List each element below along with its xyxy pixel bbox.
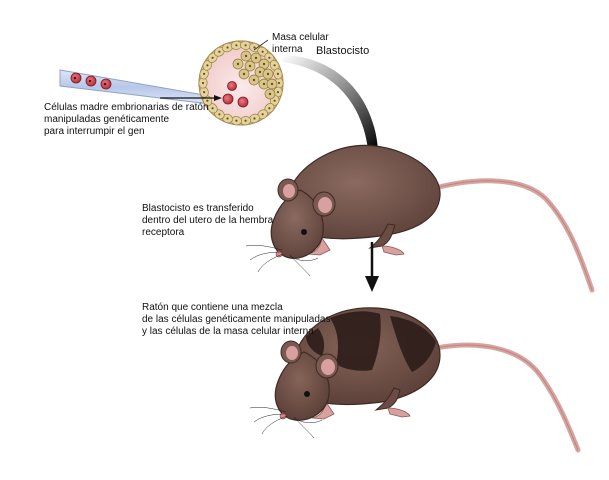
whiskers [249,406,323,439]
recipient-mouse [245,144,595,293]
cell-nucleus [268,107,271,110]
cell-nucleus [206,64,209,67]
cell-nucleus [277,81,281,85]
cell-nucleus [235,44,238,47]
cell-nucleus [211,107,214,110]
trophoblast-ring [198,40,284,126]
cell-nucleus [218,50,221,53]
blastocyst-label: Blastocisto [316,45,370,57]
cell-nucleus [203,72,206,75]
cell-nucleus [262,82,266,86]
cell-nucleus [262,62,266,66]
inner-cell-mass [232,50,278,100]
hind-paw [381,245,405,256]
cell-nucleus [244,119,247,122]
whiskers [245,244,319,277]
cell-nucleus [270,82,274,86]
inner-cell-mass-pointer [253,39,269,51]
cell-nucleus [253,46,256,49]
cell-nucleus [276,91,279,94]
cell-nucleus [211,56,214,59]
cell-nucleus [244,44,247,47]
cell-nucleus [206,99,209,102]
cell-nucleus [248,64,252,68]
blastocyst [198,40,284,126]
cell-nucleus [268,56,271,59]
transfer-label: Blastocisto es transferido dentro del ut… [142,203,274,238]
down-arrow [365,242,379,292]
cell-nucleus [203,91,206,94]
inner-cell-mass-label: Masa celular interna [272,32,329,55]
cell-nucleus [266,72,270,76]
tail [425,178,595,293]
eye [304,391,310,397]
eye [301,229,307,235]
cell-nucleus [254,56,258,60]
cell-nucleus [236,62,240,66]
stem-cells-label: Células madre embrionarias de ratón mani… [44,102,209,137]
chimera-label: Ratón que contiene una mezcla de las cél… [142,302,331,337]
cell-nucleus [201,81,205,85]
cell-nucleus [244,54,248,58]
injected-stem-cell [227,81,237,91]
cell-nucleus [218,113,221,116]
cell-nucleus [273,64,276,67]
cell-nucleus [273,99,276,102]
cell-nucleus [242,72,246,76]
manipulated-cell-patches [306,311,436,372]
cell-nucleus [253,117,256,120]
injected-stem-cell [222,93,234,105]
tail [433,342,581,453]
cell-nucleus [268,92,272,96]
cell-nucleus [276,72,279,75]
mouse-head [270,189,324,259]
injected-stem-cell [237,96,249,108]
hind-paw [387,407,411,418]
cell-nucleus [235,119,238,122]
cell-nucleus [258,70,262,74]
mouse-head [274,351,330,421]
cell-nucleus [252,78,256,82]
nose [279,412,287,420]
stem-cells-in-pipette [70,72,112,90]
nose [275,250,283,258]
injection-arrow [160,95,222,101]
cell-nucleus [226,117,229,120]
cell-nucleus [226,46,229,49]
chimeric-mouse [249,307,581,453]
cell-nucleus [261,50,264,53]
cell-nucleus [261,113,264,116]
